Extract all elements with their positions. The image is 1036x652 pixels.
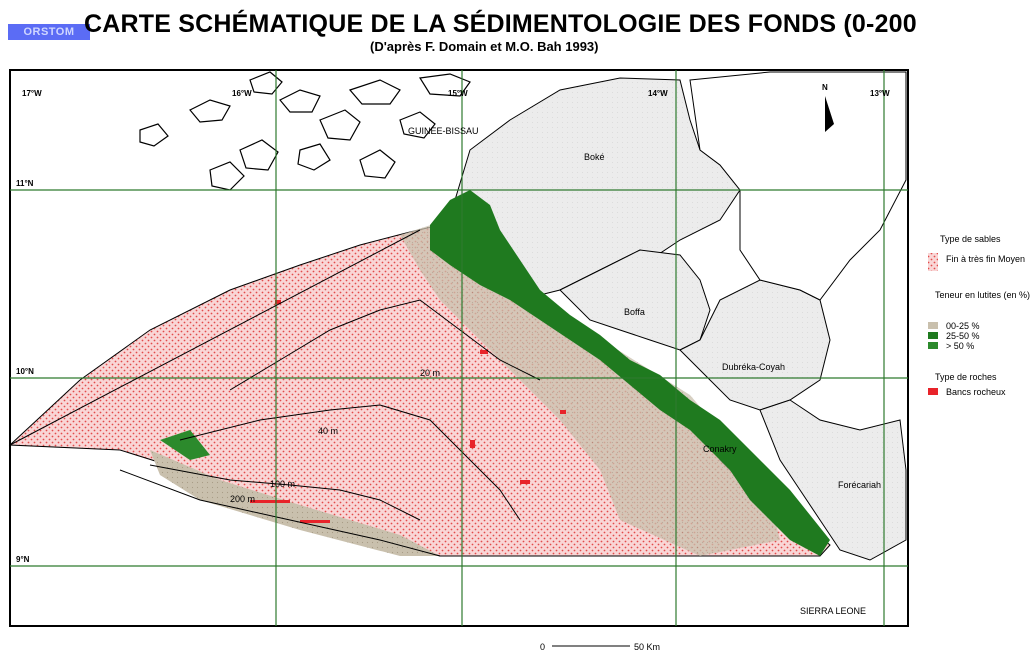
land-boffa (559, 249, 711, 351)
legend-rock-title: Type de roches (935, 372, 997, 382)
mud-light-south (150, 450, 440, 556)
legend-mud-title: Teneur en lutites (en %) (935, 290, 1030, 300)
legend: Type de sables Fin à très fin Moyen Tene… (928, 234, 1030, 397)
bijagos-islands (139, 71, 471, 191)
label-dubreka-coyah: Dubréka-Coyah (722, 362, 785, 372)
legend-mud-swatch-2 (928, 332, 938, 339)
tick-13w: 13°W (870, 89, 890, 98)
map-subtitle: (D'après F. Domain et M.O. Bah 1993) (370, 39, 599, 54)
legend-rock-item: Bancs rocheux (946, 387, 1006, 397)
north-arrow: N (822, 83, 834, 132)
land-north-east (689, 71, 907, 301)
tick-16w: 16°W (232, 89, 252, 98)
map-title: CARTE SCHÉMATIQUE DE LA SÉDIMENTOLOGIE D… (84, 10, 917, 38)
label-isobath-40m: 40 m (318, 426, 338, 436)
mud-dark-zone (430, 190, 830, 556)
mud-mid-patch (160, 430, 210, 460)
legend-mud-swatch-3 (928, 342, 938, 349)
label-conakry: Conakry (703, 444, 737, 454)
legend-mud-item-2: 25-50 % (946, 331, 980, 341)
rock-banks (250, 300, 566, 523)
tick-17w: 17°W (22, 89, 42, 98)
isobath-lines (119, 299, 541, 557)
scale-bar: 0 50 Km (540, 642, 660, 652)
svg-text:0: 0 (540, 642, 545, 652)
legend-mud-item-1: 00-25 % (946, 321, 980, 331)
svg-text:N: N (822, 83, 828, 92)
svg-text:50 Km: 50 Km (634, 642, 660, 652)
tick-9n: 9°N (16, 555, 30, 564)
label-sierra-leone: SIERRA LEONE (800, 606, 866, 616)
shelf-limit-line (9, 229, 421, 446)
orstom-logo: ORSTOM (8, 24, 90, 40)
label-boke: Boké (584, 152, 605, 162)
legend-sand-item: Fin à très fin Moyen (946, 254, 1025, 264)
mud-light-zone (400, 222, 780, 556)
label-boffa: Boffa (624, 307, 645, 317)
tick-15w: 15°W (448, 89, 468, 98)
tick-14w: 14°W (648, 89, 668, 98)
label-forecariah: Forécariah (838, 480, 881, 490)
label-isobath-200m: 200 m (230, 494, 255, 504)
label-isobath-100m: 100 m (270, 479, 295, 489)
label-guinee-bissau: GUINEE-BISSAU (408, 126, 479, 136)
land-forecariah (759, 399, 907, 561)
tick-10n: 10°N (16, 367, 34, 376)
graticule (10, 70, 908, 626)
legend-sand-swatch (928, 253, 938, 271)
legend-rock-swatch (928, 388, 938, 395)
tick-11n: 11°N (16, 179, 34, 188)
legend-sand-title: Type de sables (940, 234, 1001, 244)
legend-mud-item-3: > 50 % (946, 341, 974, 351)
label-isobath-20m: 20 m (420, 368, 440, 378)
legend-mud-swatch-1 (928, 322, 938, 329)
